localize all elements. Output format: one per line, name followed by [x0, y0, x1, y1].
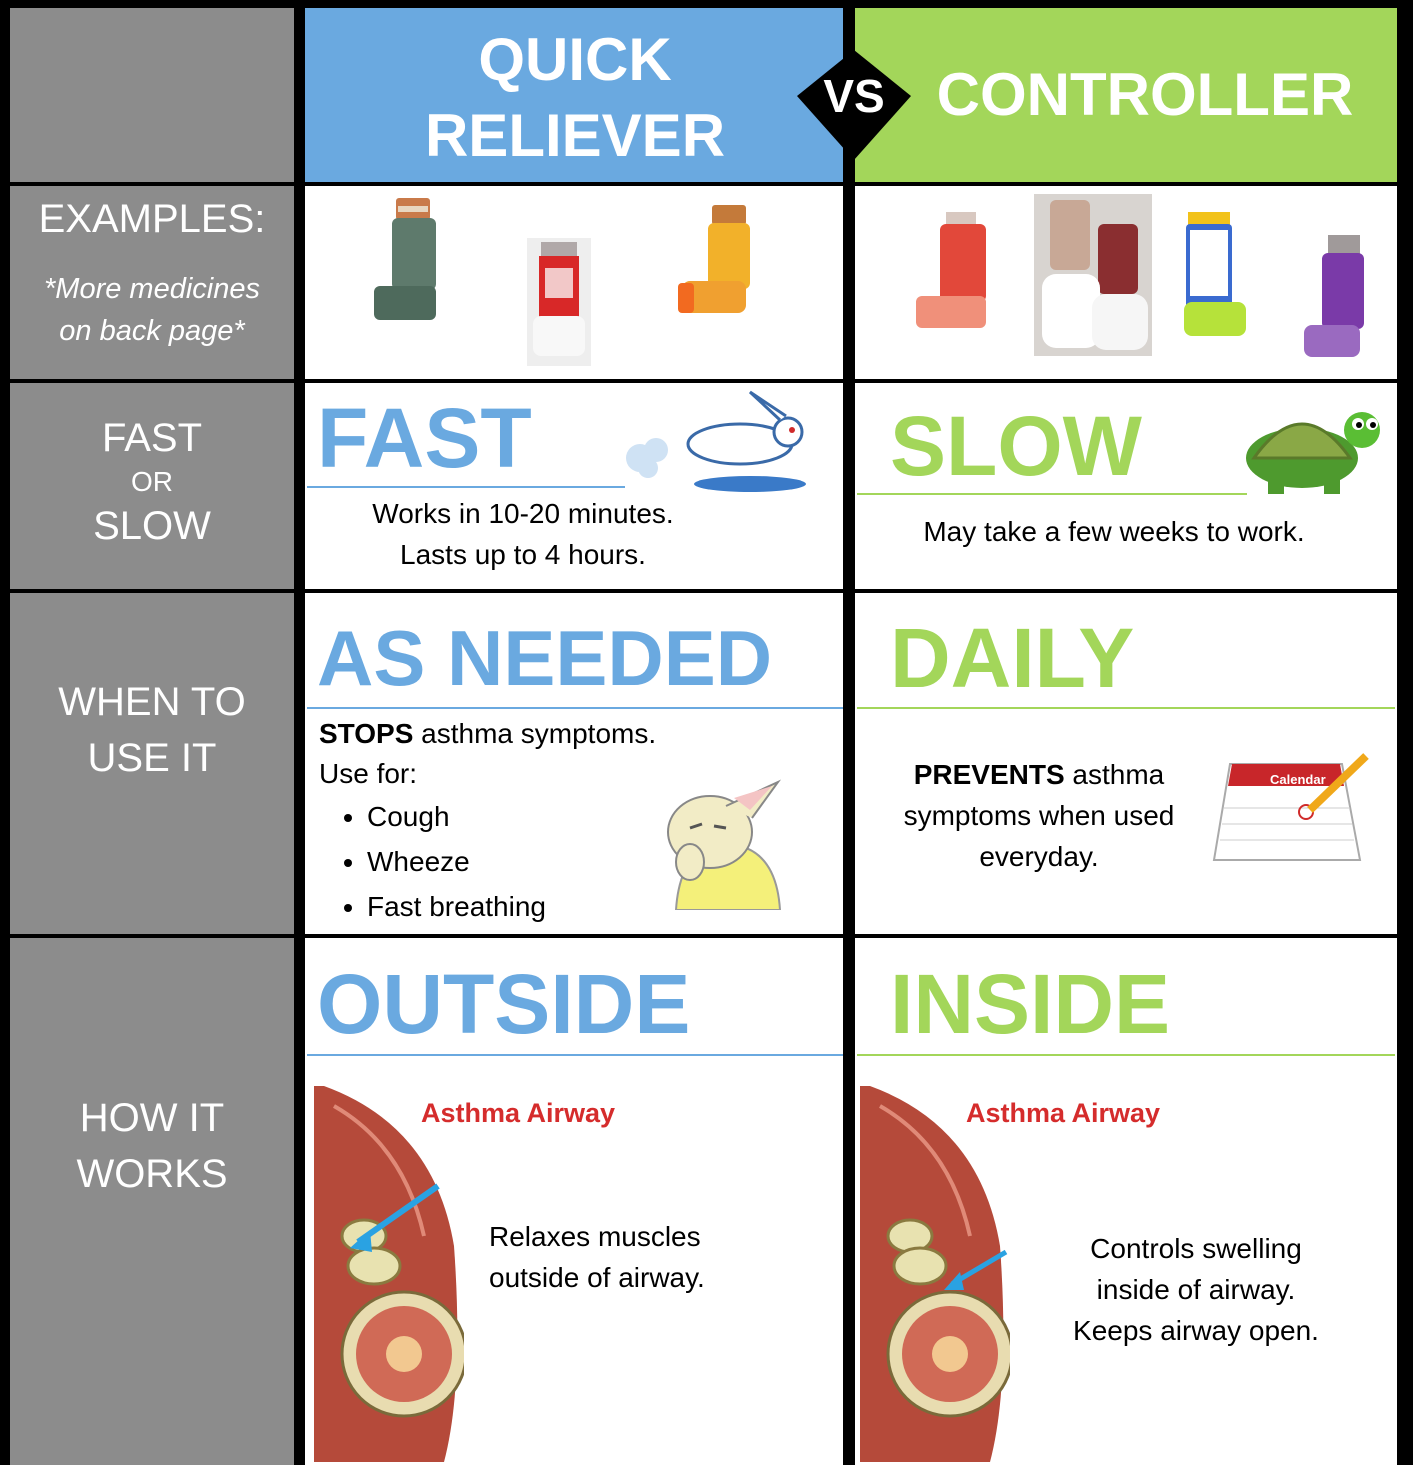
quick-title-line2: RELIEVER — [424, 102, 726, 169]
inside-divider — [857, 1054, 1395, 1056]
prevents-line1: PREVENTS asthma — [872, 754, 1206, 795]
use-for-label: Use for: — [319, 758, 418, 789]
rabbit-icon — [610, 388, 810, 499]
outside-line1: Relaxes muscles — [489, 1221, 701, 1252]
how-label-cell — [10, 938, 294, 1465]
calendar-icon — [1210, 750, 1374, 872]
coughing-rabbit-icon — [656, 776, 786, 915]
prevents-strong: PREVENTS — [913, 759, 1065, 790]
symptom-list: Cough Wheeze Fast breathing — [319, 794, 546, 929]
daily-title: DAILY — [890, 611, 1135, 705]
how-label-line1: HOW IT — [79, 1096, 225, 1140]
list-item: Wheeze — [367, 839, 546, 884]
stops-strong: STOPS — [319, 718, 414, 749]
vs-diamond — [797, 50, 911, 164]
when-label-cell — [10, 593, 294, 934]
fast-divider — [307, 486, 625, 488]
inhaler-purple-icon — [1302, 233, 1368, 364]
inside-title: INSIDE — [890, 957, 1171, 1051]
header-blank-cell — [10, 8, 294, 182]
inside-line3: Keeps airway open. — [1073, 1315, 1319, 1346]
calendar-label: Calendar — [1270, 772, 1326, 787]
stops-rest: asthma symptoms. — [413, 718, 657, 749]
controller-header-cell — [855, 8, 1397, 182]
daily-divider — [857, 707, 1395, 709]
outside-divider — [307, 1054, 843, 1056]
speed-label-fast: FAST — [101, 416, 203, 460]
outside-line2: outside of airway. — [489, 1262, 705, 1293]
inhaler-dulera-icon — [1180, 210, 1250, 345]
slow-divider — [857, 493, 1247, 495]
outside-description: Relaxes muscles outside of airway. — [489, 1216, 705, 1298]
controller-title: CONTROLLER — [936, 61, 1354, 128]
when-label-line1: WHEN TO — [58, 680, 246, 724]
examples-note-line2: on back page* — [59, 315, 245, 347]
vs-label: VS — [823, 70, 885, 122]
speed-label-cell — [10, 383, 294, 589]
inside-line2: inside of airway. — [1096, 1274, 1296, 1305]
airway-title-inside: Asthma Airway — [966, 1098, 1161, 1128]
stops-text: STOPS asthma symptoms. — [319, 714, 656, 754]
inhaler-red-white-icon — [527, 238, 591, 371]
inhaler-qvar-icon — [1034, 194, 1152, 361]
examples-note-line1: *More medicines — [44, 273, 260, 305]
quick-title-line1: QUICK — [478, 26, 672, 93]
fast-description: Works in 10-20 minutes. Lasts up to 4 ho… — [305, 494, 741, 575]
how-label: HOW IT WORKS — [10, 1090, 294, 1202]
slow-description: May take a few weeks to work. — [923, 516, 1305, 547]
when-label-line2: USE IT — [87, 736, 217, 780]
airway-illustration-inside — [860, 1086, 1014, 1467]
examples-label-cell — [10, 186, 294, 379]
inhaler-yellow-icon — [676, 203, 756, 320]
outside-title: OUTSIDE — [317, 957, 691, 1051]
speed-label-or: OR — [131, 466, 173, 497]
when-label: WHEN TO USE IT — [10, 674, 294, 786]
inhaler-salmon-icon — [912, 210, 996, 335]
inhaler-gray-icon — [368, 196, 448, 329]
prevents-line3: everyday. — [979, 841, 1099, 872]
inside-description: Controls swelling inside of airway. Keep… — [1030, 1228, 1362, 1351]
how-label-line2: WORKS — [76, 1152, 228, 1196]
list-item: Fast breathing — [367, 884, 546, 929]
fast-title: FAST — [317, 391, 532, 485]
quick-header-cell — [305, 8, 843, 182]
examples-note: *More medicines on back page* — [10, 268, 294, 352]
turtle-icon — [1238, 400, 1388, 501]
prevents-text: PREVENTS asthma symptoms when used every… — [872, 754, 1206, 877]
airway-title-outside: Asthma Airway — [421, 1098, 616, 1128]
list-item: Cough — [367, 794, 546, 839]
quick-reliever-title: QUICK RELIEVER — [305, 22, 845, 174]
fast-line1: Works in 10-20 minutes. — [372, 498, 674, 529]
fast-line2: Lasts up to 4 hours. — [400, 538, 646, 570]
airway-illustration-outside — [314, 1086, 468, 1467]
as-needed-title: AS NEEDED — [317, 614, 773, 702]
as-needed-divider — [307, 707, 843, 709]
examples-label: EXAMPLES: — [38, 197, 266, 241]
speed-label-slow: SLOW — [93, 504, 211, 548]
slow-title: SLOW — [890, 399, 1142, 493]
prevents-rest: asthma — [1064, 759, 1165, 790]
prevents-line2: symptoms when used — [903, 800, 1175, 831]
speed-label: FAST OR SLOW — [10, 414, 294, 550]
inside-line1: Controls swelling — [1090, 1233, 1302, 1264]
